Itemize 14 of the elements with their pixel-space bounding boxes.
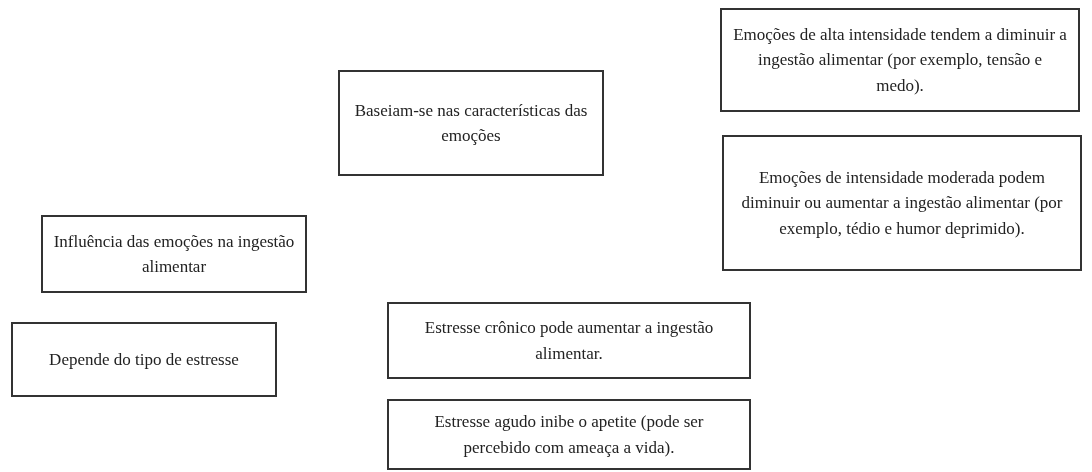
box-text: Influência das emoções na ingestão alimentar: [53, 230, 295, 278]
text-box: [387, 399, 751, 470]
box-text: Estresse crônico pode aumentar a ingestão alimentar.: [423, 317, 715, 365]
text-box: [11, 322, 277, 397]
box-text: Baseiam-se nas características das emoções: [353, 99, 589, 147]
box-text: Emoções de alta intensidade tendem a diminuir a ingestão alimentar (por exemplo, tensão e medo).: [732, 23, 1068, 97]
box-text: Estresse agudo inibe o apetite (pode ser percebido com ameaça a vida).: [433, 411, 705, 459]
text-box: [41, 215, 307, 293]
text-box: [720, 8, 1080, 112]
text-box: [722, 135, 1082, 271]
box-text: Depende do tipo de estresse: [49, 348, 239, 371]
text-box: [387, 302, 751, 379]
box-text: Emoções de intensidade moderada podem diminuir ou aumentar a ingestão alimentar (por exemplo, tédio e humor deprimido).: [740, 166, 1064, 240]
text-box: [338, 70, 604, 176]
